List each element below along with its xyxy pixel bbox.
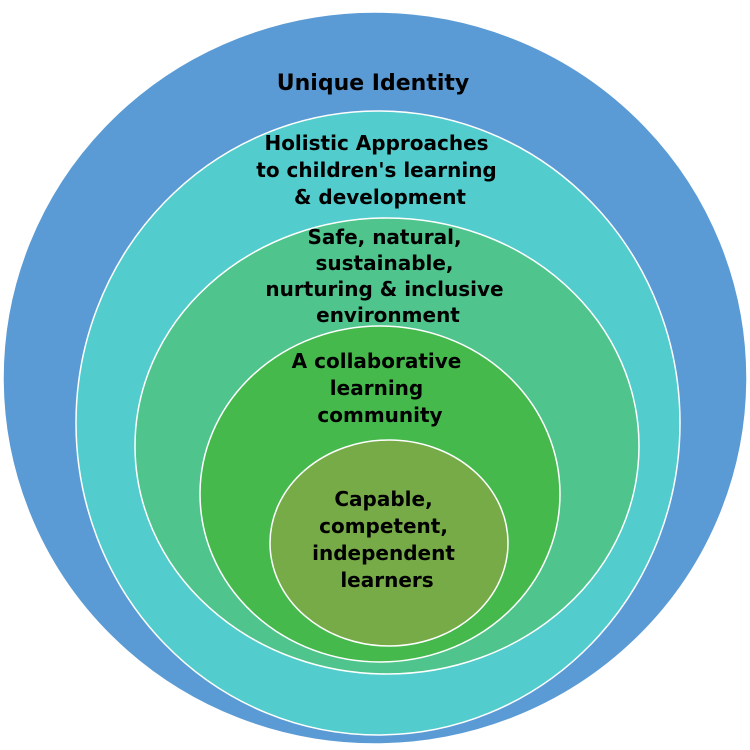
ring-label-holistic-approaches: Holistic Approaches to children's learni… [256, 131, 503, 209]
ring-capable-learners [269, 439, 509, 647]
ring-label-unique-identity: Unique Identity [277, 71, 470, 96]
ring-label-collaborative-community: A collaborative learning community [292, 349, 469, 427]
ring-label-safe-environment: Safe, natural, sustainable, nurturing & … [265, 225, 510, 327]
ring-label-capable-learners: Capable, competent, independent learners [312, 487, 462, 592]
